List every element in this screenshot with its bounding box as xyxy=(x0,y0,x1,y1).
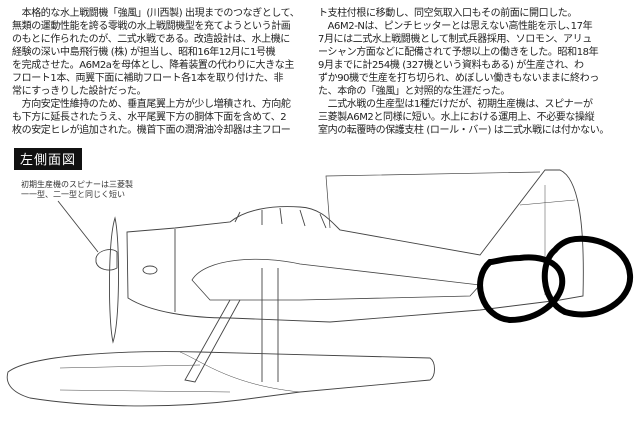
scribble-marks xyxy=(477,235,634,324)
fuselage xyxy=(126,169,584,323)
text-line: 枚の安定ヒレが追加された。機首下面の潤滑油冷却器は主フロー xyxy=(12,125,291,136)
text-line: ずか90機で生産を打ち切られ、めぼしい働きもないままに終わっ xyxy=(318,73,599,84)
text-line: フロート1本、両翼下面に補助フロート各1本を取り付けた、非 xyxy=(12,73,284,84)
text-line: 二式水戦の生産型は1種だけだが、初期生産機は、スピナーが xyxy=(318,99,593,110)
propeller xyxy=(109,216,119,344)
text-line: 9月までに計254機 (327機という資料もある) が生産され、わ xyxy=(318,60,584,71)
text-line: 三菱製A6M2と同様に短い。水上における運用上、不必要な操縦 xyxy=(318,112,595,123)
text-line: も下方に延長されたうえ、水平尾翼下方の胴体下面を含めて、2 xyxy=(12,112,287,123)
text-line: ト支柱付根に移動し、同空気取入口もその前面に開口した。 xyxy=(318,8,577,19)
text-line: 常にすっきりした設計だった。 xyxy=(12,86,147,97)
text-line: を完成させた。A6M2aを母体とし、降着装置の代わりに大きな主 xyxy=(12,60,294,71)
text-line: A6M2-Nは、ピンチヒッターとは思えない高性能を示し､17年 xyxy=(318,21,593,32)
canopy-frames xyxy=(234,207,327,229)
article-right-column: ト支柱付根に移動し、同空気取入口もその前面に開口した。 A6M2-Nは、ピンチヒ… xyxy=(318,7,636,137)
text-line: 本格的な水上戦闘機「強風」(川西製) 出現までのつなぎとして、 xyxy=(12,8,300,19)
text-line: 7月には二式水上戦闘機として制式兵器採用、ソロモン、アリュ xyxy=(318,34,592,45)
text-line: 室内の転覆時の保護支柱 (ロール・バー) は二式水戦には付かない。 xyxy=(318,125,609,136)
text-line: た、本命の「強風」と対照的な生涯だった。 xyxy=(318,86,510,97)
float-panel-lines xyxy=(59,351,301,393)
annotation-leader-line xyxy=(57,200,99,253)
spinner-annotation: 初期生産機のスピナーは三菱製 一一型、二一型と同じく短い xyxy=(21,180,133,199)
wing xyxy=(191,258,481,301)
text-line: のもとに作られたのが、二式水戦である。改造設計は、水上機に xyxy=(12,34,290,45)
float-struts xyxy=(184,268,279,383)
text-line: ーシャン方面などに配備されて予想以上の働きをした。昭和18年 xyxy=(318,47,599,58)
exhaust xyxy=(142,265,158,275)
figure-heading: 左側面図 xyxy=(14,148,83,170)
main-float xyxy=(6,351,435,407)
antenna-wire xyxy=(325,171,541,229)
text-line: 方向安定性維持のため、垂直尾翼上方が少し増積され、方向舵 xyxy=(12,99,291,110)
text-line: 経験の深い中島飛行機 (株) が担当し、昭和16年12月に1号機 xyxy=(12,47,276,58)
spinner xyxy=(95,249,118,271)
text-line: 無類の運動性能を誇る零戦の水上戦闘機型を充てようという計画 xyxy=(12,21,291,32)
article-left-column: 本格的な水上戦闘機「強風」(川西製) 出現までのつなぎとして、無類の運動性能を誇… xyxy=(12,7,312,137)
